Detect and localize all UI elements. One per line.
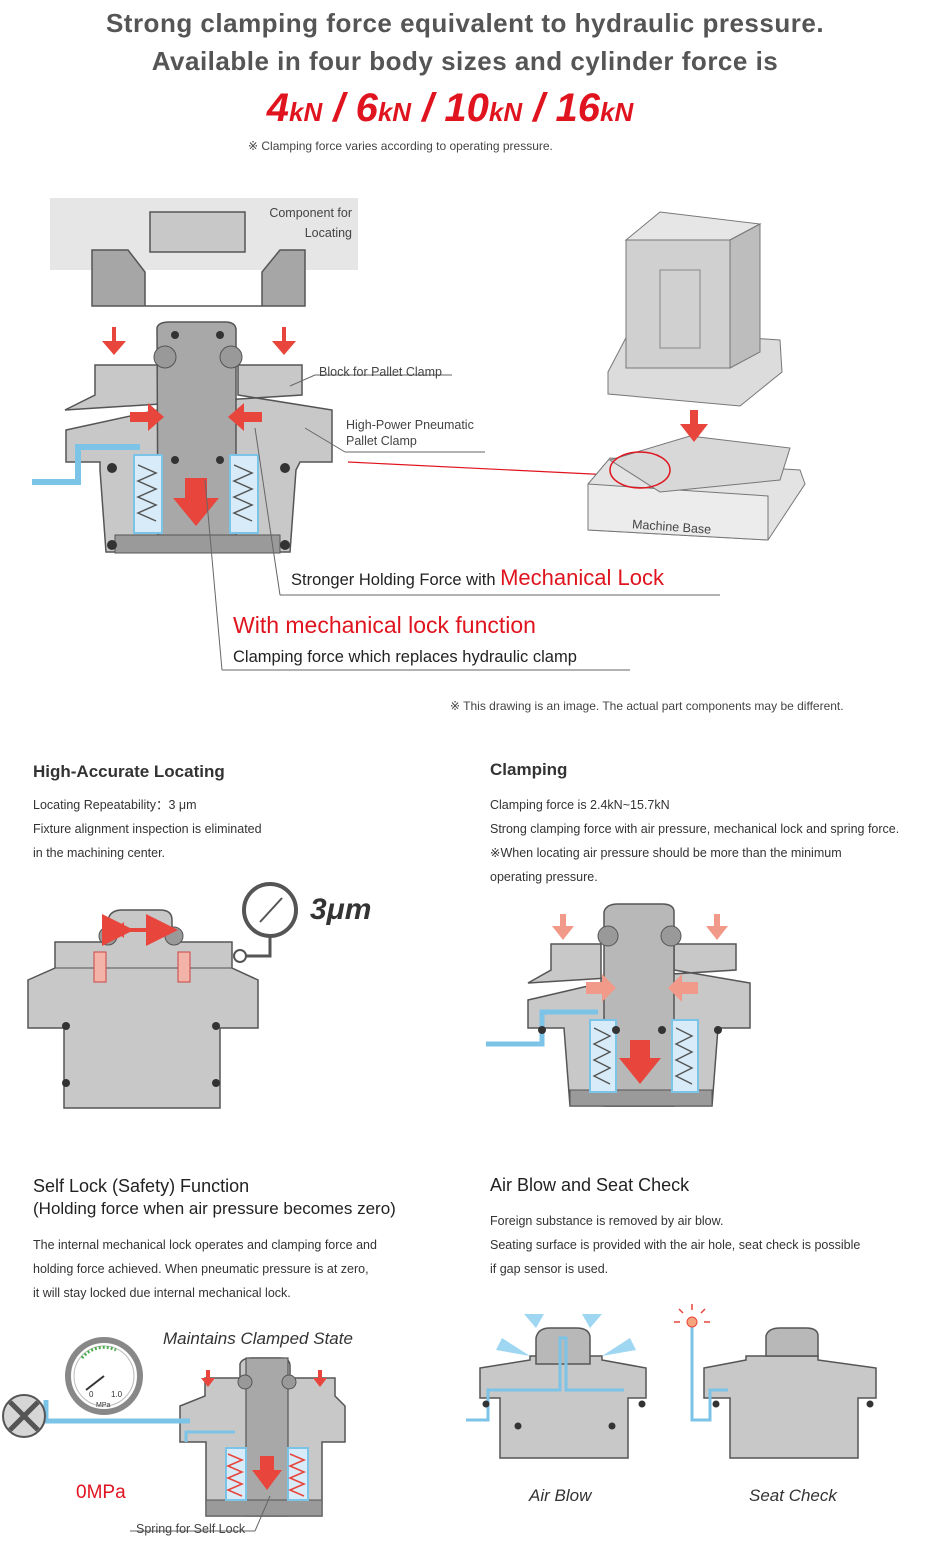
locating-line: in the machining center.	[33, 846, 166, 860]
force-6kn: 6kN	[355, 86, 412, 130]
pressure-note: ※ Clamping force varies according to ope…	[248, 139, 553, 153]
pneumatic-clamp-label-2: Pallet Clamp	[346, 434, 417, 448]
locating-line: Fixture alignment inspection is eliminat…	[33, 822, 262, 836]
locating-line: Locating Repeatability：3 μm	[33, 798, 197, 812]
locating-title: High-Accurate Locating	[33, 762, 225, 781]
force-values: 4kN / 6kN / 10kN / 16kN	[266, 86, 634, 130]
mechanical-lock-highlight: Mechanical Lock	[500, 565, 664, 590]
stronger-prefix: Stronger Holding Force with	[291, 571, 501, 589]
gauge-zero-label: 0	[89, 1390, 94, 1399]
airblow-title: Air Blow and Seat Check	[490, 1175, 690, 1195]
drawing-disclaimer: ※ This drawing is an image. The actual p…	[450, 699, 844, 713]
headline-line-1: Strong clamping force equivalent to hydr…	[105, 8, 825, 38]
repeatability-value: 3μm	[310, 893, 372, 926]
force-4kn: 4kN	[266, 86, 323, 130]
selflock-subtitle: (Holding force when air pressure becomes…	[33, 1199, 396, 1218]
clamping-line: ※When locating air pressure should be mo…	[490, 846, 842, 860]
clamping-line: operating pressure.	[490, 870, 598, 884]
force-10kn: 10kN	[444, 86, 523, 130]
headline-line-2: Available in four body sizes and cylinde…	[151, 46, 779, 76]
airblow-text: Foreign substance is removed by air blow…	[490, 1209, 860, 1281]
selflock-title: Self Lock (Safety) Function	[33, 1176, 250, 1196]
pneumatic-clamp-label-1: High-Power Pneumatic	[346, 418, 474, 432]
airblow-diagram	[466, 1304, 877, 1459]
component-locating-label: Component for Locating	[269, 206, 352, 240]
air-blow-label: Air Blow	[529, 1486, 592, 1505]
selflock-line: it will stay locked due internal mechani…	[33, 1286, 291, 1300]
locating-text: Locating Repeatability：3 μm Fixture alig…	[33, 793, 262, 865]
clamping-line: Strong clamping force with air pressure,…	[490, 822, 900, 836]
selflock-line: holding force achieved. When pneumatic p…	[33, 1262, 369, 1276]
gauge-unit-label: MPa	[96, 1402, 111, 1409]
clamping-diagram	[486, 903, 751, 1107]
seat-check-label: Seat Check	[749, 1486, 837, 1505]
airblow-line: Foreign substance is removed by air blow…	[490, 1214, 724, 1228]
gauge-max-label: 1.0	[111, 1390, 123, 1399]
locating-diagram	[27, 882, 298, 1109]
mech-lock-title: With mechanical lock function	[233, 612, 536, 638]
airblow-line: if gap sensor is used.	[490, 1262, 609, 1276]
mech-lock-subtitle: Clamping force which replaces hydraulic …	[233, 648, 577, 666]
maintains-clamped-label: Maintains Clamped State	[163, 1329, 353, 1348]
clamping-line: Clamping force is 2.4kN~15.7kN	[490, 798, 670, 812]
clamping-title: Clamping	[490, 760, 568, 779]
clamping-text: Clamping force is 2.4kN~15.7kN Strong cl…	[490, 793, 899, 889]
zero-pressure-label: 0MPa	[76, 1482, 126, 1503]
main-clamp-diagram	[32, 198, 806, 671]
selflock-line: The internal mechanical lock operates an…	[33, 1238, 377, 1252]
selflock-text: The internal mechanical lock operates an…	[33, 1233, 377, 1305]
airblow-line: Seating surface is provided with the air…	[490, 1238, 861, 1252]
stronger-holding-force: Stronger Holding Force with Mechanical L…	[291, 565, 664, 591]
block-pallet-clamp-label: Block for Pallet Clamp	[319, 365, 442, 379]
selflock-diagram	[2, 1337, 346, 1532]
force-16kn: 16kN	[555, 86, 634, 130]
spring-self-lock-label: Spring for Self Lock	[136, 1522, 246, 1536]
